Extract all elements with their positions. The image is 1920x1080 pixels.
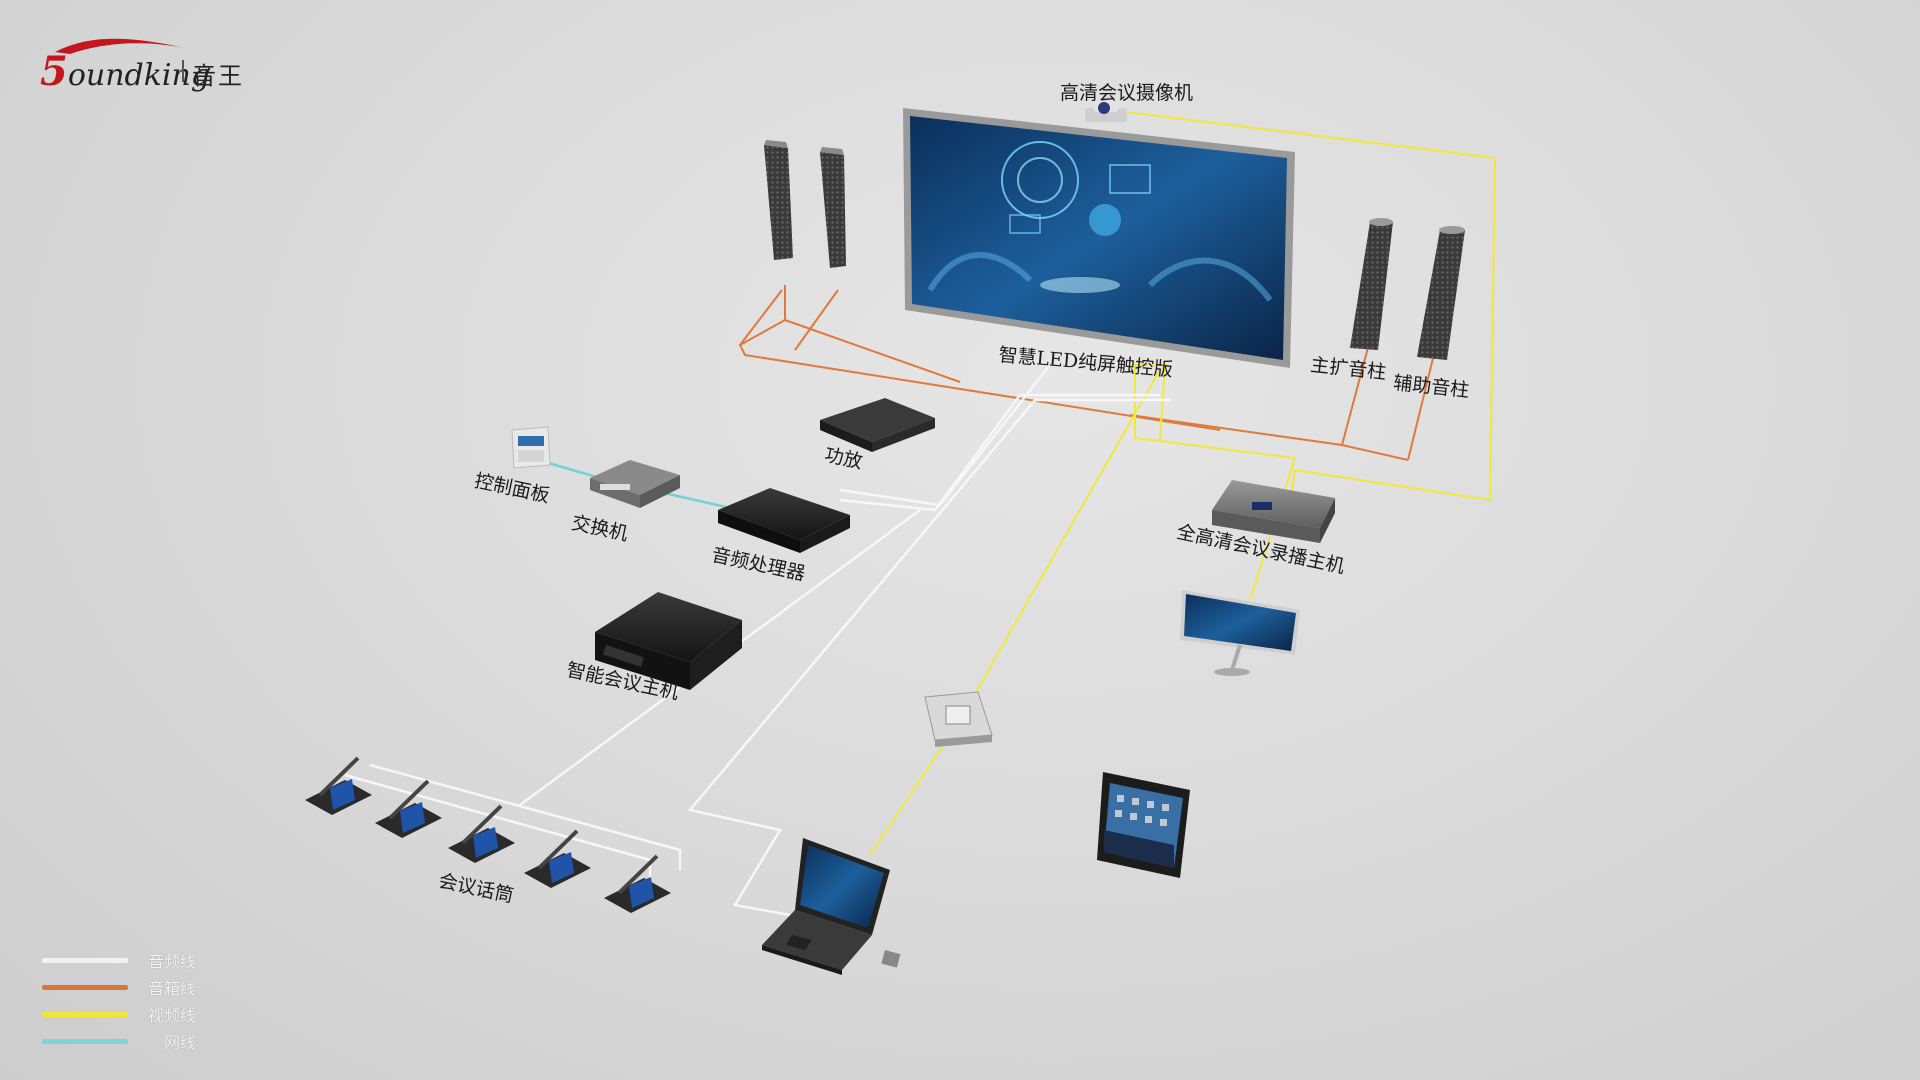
- network-cable-panel: [544, 460, 601, 480]
- legend-item-audio: 音频线: [42, 948, 242, 975]
- tablet-device: [1097, 772, 1190, 878]
- audio-cable-processor: [839, 393, 1160, 512]
- left-speaker-columns: [764, 140, 846, 268]
- speaker-cable-right2: [1407, 349, 1436, 461]
- cable-legend: 音频线 音箱线 视频线 网线: [42, 948, 242, 1056]
- legend-label-speaker: 音箱线: [148, 979, 197, 998]
- speaker-cable-right-link: [1129, 414, 1343, 446]
- speaker-cable-left2: [794, 289, 839, 351]
- legend-swatch-speaker: [42, 985, 128, 990]
- speaker-cable-right1: [1341, 339, 1371, 446]
- legend-swatch-video: [42, 1012, 128, 1017]
- legend-label-network: 网线: [164, 1033, 197, 1052]
- legend-item-speaker: 音箱线: [42, 975, 242, 1002]
- video-cable-screen: [1159, 364, 1166, 441]
- brand-separator: [182, 60, 184, 82]
- audio-cable-mics-bottom: [344, 773, 652, 880]
- legend-label-video: 视频线: [148, 1006, 197, 1025]
- floor-socket: [924, 691, 993, 747]
- microphone-2: [375, 779, 442, 838]
- brand-logo: 5oundking 音王: [40, 30, 270, 95]
- legend-item-network: 网线: [42, 1029, 242, 1056]
- microphone-5: [604, 854, 671, 913]
- speaker-cable-right-link2: [1341, 444, 1409, 461]
- laptop-device: [762, 838, 901, 975]
- conference-microphones: [305, 756, 671, 913]
- brand-wordmark: 5oundking: [40, 48, 210, 95]
- microphone-4: [524, 829, 591, 888]
- legend-swatch-network: [42, 1039, 128, 1044]
- speaker-cables: [738, 285, 1436, 461]
- conference-host-device: [595, 592, 742, 690]
- network-cable-switch: [659, 490, 731, 510]
- led-touch-screen: [903, 108, 1295, 368]
- control-panel-device: [511, 426, 551, 469]
- brand-swoosh-icon: [55, 38, 185, 54]
- video-cable-camera: [1109, 109, 1497, 506]
- recorder-device: [1212, 480, 1335, 543]
- audio-cables: [344, 364, 1170, 917]
- speaker-cable-left1: [739, 289, 783, 346]
- brand-chinese: 音王: [192, 62, 244, 90]
- right-speaker-columns: [1350, 218, 1465, 360]
- amplifier-device: [820, 398, 935, 452]
- network-cables: [544, 460, 731, 510]
- legend-swatch-audio: [42, 958, 128, 963]
- audio-cable-laptop: [687, 398, 1170, 917]
- speaker-cable-amp: [784, 319, 961, 383]
- network-switch-device: [590, 460, 680, 508]
- brand-mark: 5: [40, 48, 68, 95]
- microphone-1: [305, 756, 372, 815]
- audio-processor-device: [718, 488, 850, 553]
- audio-cable-mics-top: [369, 763, 682, 870]
- legend-item-video: 视频线: [42, 1002, 242, 1029]
- microphone-3: [448, 804, 515, 863]
- recorder-monitor: [1180, 590, 1300, 676]
- legend-label-audio: 音频线: [148, 952, 197, 971]
- hd-camera: [1085, 98, 1127, 122]
- brand-word: oundking: [67, 58, 211, 93]
- label-camera: 高清会议摄像机: [1060, 82, 1194, 104]
